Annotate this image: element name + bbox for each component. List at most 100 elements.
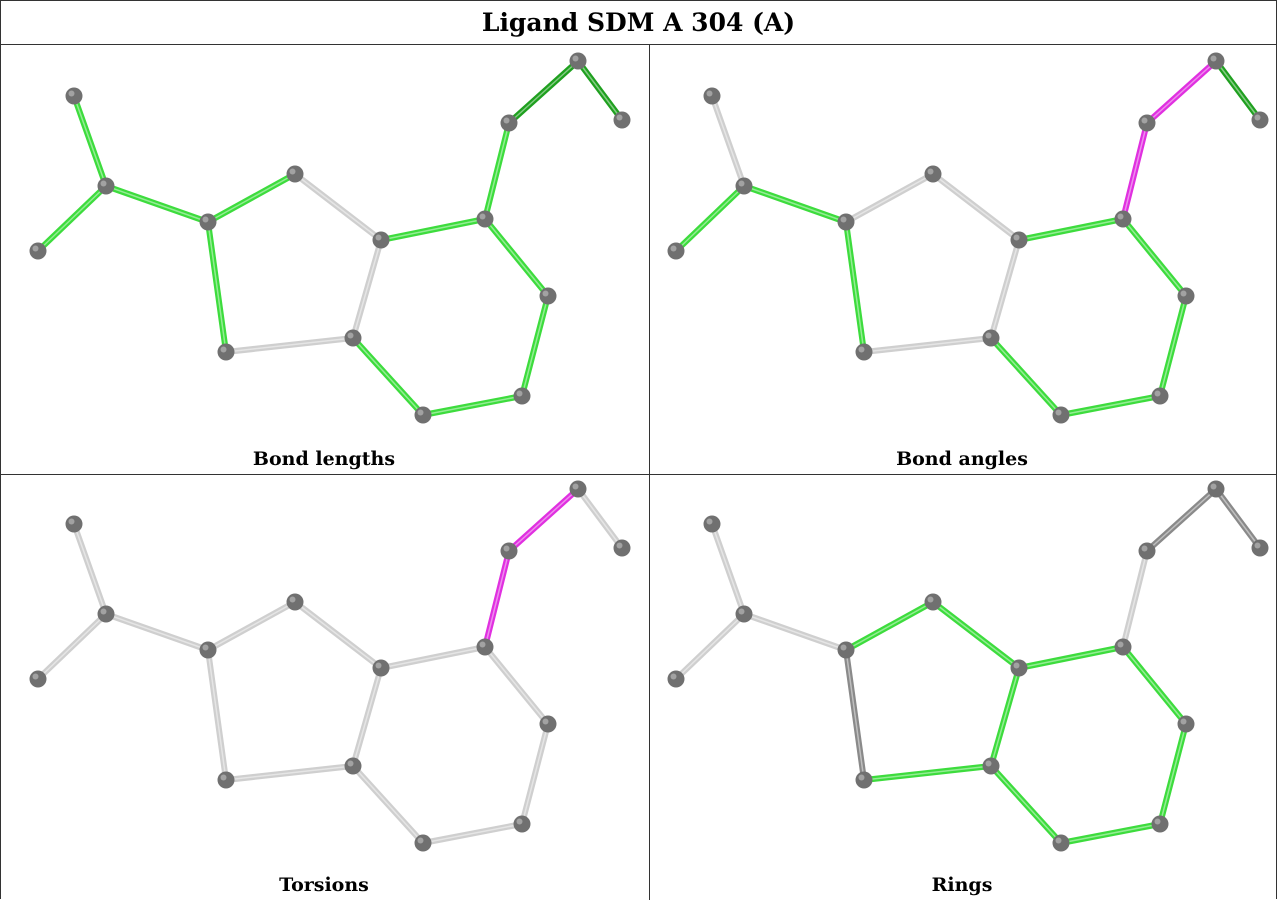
atom (1251, 539, 1269, 557)
bond-stroke (1016, 644, 1126, 671)
bond (350, 763, 426, 846)
bond (223, 335, 356, 355)
atom-shine (1254, 114, 1261, 121)
bond-stroke (673, 611, 747, 682)
bond (861, 335, 994, 355)
bond-stroke (103, 183, 211, 225)
atom-shine (100, 608, 107, 615)
bond-highlight (675, 613, 745, 680)
bond-highlight (521, 723, 549, 825)
bond-stroke (988, 335, 1064, 418)
atom (1207, 52, 1225, 70)
atom (703, 87, 721, 105)
bond (1058, 821, 1163, 846)
bond-highlight (1159, 295, 1187, 397)
bond (482, 644, 551, 727)
bond-stroke (103, 611, 211, 653)
atom-shine (840, 216, 847, 223)
bond (420, 821, 525, 846)
bond-stroke (292, 171, 384, 243)
bond (519, 293, 551, 399)
bond (988, 237, 1022, 341)
bond-stroke (741, 611, 849, 653)
bond-highlight (352, 239, 382, 339)
bond-highlight (37, 185, 107, 252)
bond-stroke (575, 486, 625, 551)
panel-bond-angles (646, 46, 1278, 472)
bond-highlight (225, 765, 354, 781)
bond (420, 393, 525, 418)
bond-highlight (484, 646, 549, 725)
bond-stroke (205, 599, 298, 653)
atom (837, 213, 855, 231)
atom (513, 815, 531, 833)
atom-shine (417, 837, 424, 844)
atom-shine (289, 168, 296, 175)
atom-shine (1013, 662, 1020, 669)
bond-highlight (743, 613, 847, 651)
caption-torsions: Torsions (279, 874, 369, 896)
bond (205, 171, 298, 225)
atom-shine (516, 390, 523, 397)
bond-highlight (863, 765, 992, 781)
title-divider (0, 44, 1277, 45)
atom (539, 715, 557, 733)
bond (506, 486, 581, 554)
atom-shine (503, 117, 510, 124)
bond-stroke (988, 763, 1064, 846)
atom-shine (616, 542, 623, 549)
bond-stroke (205, 647, 229, 783)
bond (709, 521, 747, 617)
atom-shine (1210, 483, 1217, 490)
atom (344, 329, 362, 347)
bond (205, 219, 229, 355)
atom (1151, 815, 1169, 833)
bond-highlight (508, 488, 579, 552)
bond-stroke (575, 58, 625, 123)
atom-shine (417, 409, 424, 416)
atom-shine (503, 545, 510, 552)
bond (843, 647, 867, 783)
bond (1120, 548, 1150, 650)
atom-shine (220, 346, 227, 353)
bond-stroke (1120, 216, 1189, 299)
bond-stroke (1058, 821, 1163, 846)
caption-bond-angles: Bond angles (896, 448, 1028, 470)
bond-highlight (484, 218, 549, 297)
bond-stroke (35, 611, 109, 682)
bond-highlight (577, 60, 623, 121)
atom (1151, 387, 1169, 405)
atom (199, 641, 217, 659)
bond (1144, 486, 1219, 554)
molecule-diagram (667, 480, 1269, 852)
bond (292, 171, 384, 243)
bond-highlight (73, 523, 107, 615)
bond-stroke (843, 647, 867, 783)
atom (982, 329, 1000, 347)
atom-shine (738, 608, 745, 615)
atom-shine (1210, 55, 1217, 62)
bond (930, 599, 1022, 671)
bond-highlight (422, 823, 523, 844)
atom-shine (1055, 409, 1062, 416)
bond-stroke (988, 665, 1022, 769)
bond (350, 665, 384, 769)
bond-stroke (223, 763, 356, 783)
atom-shine (32, 673, 39, 680)
atom (1010, 659, 1028, 677)
bond-stroke (1058, 393, 1163, 418)
bond-highlight (207, 173, 296, 223)
atom-shine (1180, 290, 1187, 297)
bond-stroke (1120, 644, 1189, 727)
bond-stroke (930, 599, 1022, 671)
atom-shine (1254, 542, 1261, 549)
atom-shine (858, 774, 865, 781)
bond-highlight (294, 173, 382, 241)
bond-highlight (207, 649, 227, 781)
atom (855, 343, 873, 361)
panel-torsions (8, 474, 646, 900)
bond-highlight (1060, 395, 1161, 416)
bond (575, 58, 625, 123)
bond (741, 183, 849, 225)
bond-stroke (930, 171, 1022, 243)
